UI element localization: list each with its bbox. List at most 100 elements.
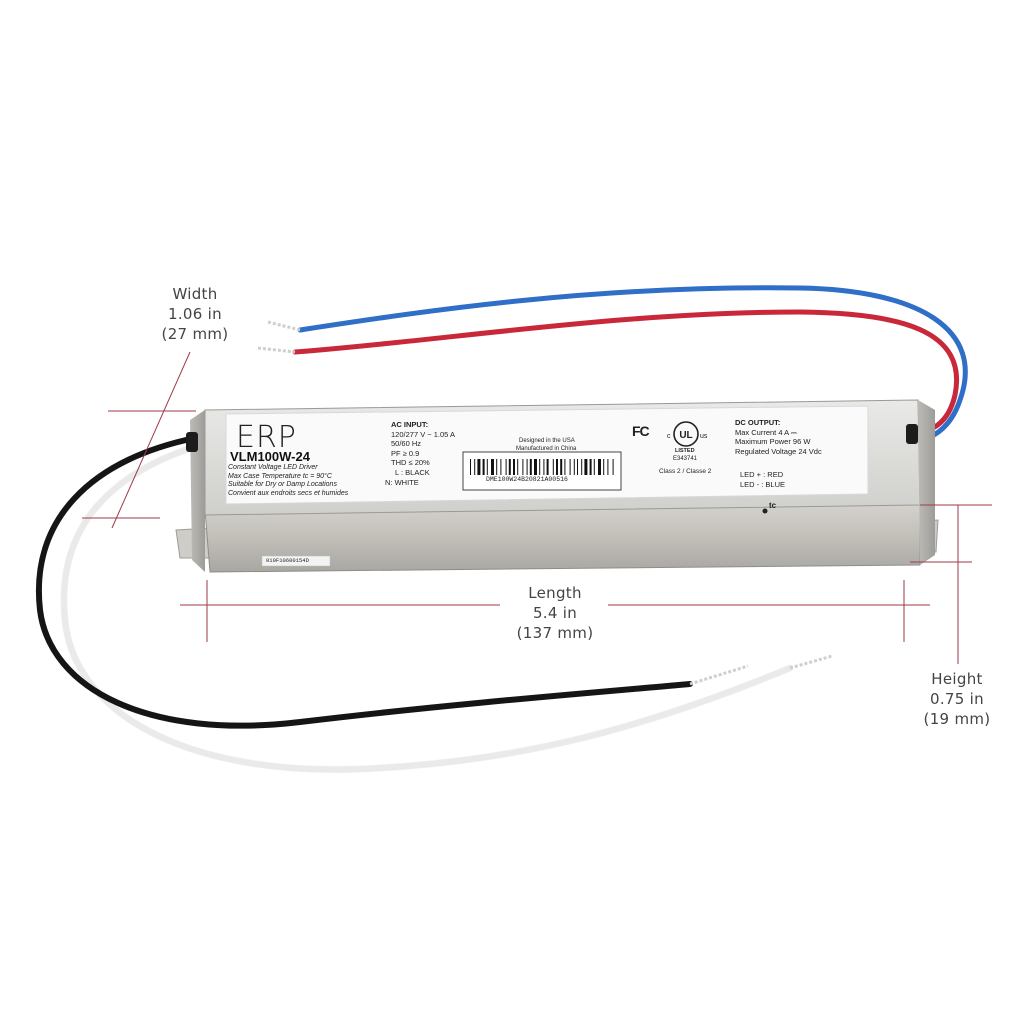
wire-tip-black	[689, 664, 749, 686]
ul-file-number: E343741	[673, 456, 698, 462]
fcc-mark: FC	[632, 423, 650, 439]
dc-output-line: Maximum Power 96 W	[735, 437, 811, 446]
origin-line: Designed in the USA	[519, 438, 575, 444]
barcode-bar	[539, 459, 541, 475]
erp-logo: ERP	[236, 420, 297, 455]
wire-tip-blue	[267, 320, 301, 332]
dc-output-line: Regulated Voltage 24 Vdc	[735, 446, 822, 456]
barcode-bar	[584, 459, 588, 475]
wiring-in-line: N: WHITE	[385, 477, 419, 487]
ul-mark-text: UL	[679, 430, 692, 441]
wire-tip-red	[257, 346, 296, 354]
origin-block: Designed in the USA Manufactured in Chin…	[516, 438, 576, 453]
barcode-bar	[500, 459, 502, 475]
barcode-bar	[552, 459, 554, 475]
wire-blue	[297, 285, 968, 443]
ul-c-mark: c	[667, 433, 671, 440]
ul-listed: LISTED	[675, 448, 695, 454]
ac-input-line: 120/277 V ~ 1.05 A	[391, 429, 456, 439]
tc-dot	[762, 508, 768, 514]
barcode-box	[462, 451, 622, 491]
barcode-bar	[477, 459, 481, 475]
barcode-bar	[612, 459, 614, 475]
ac-input-title: AC INPUT:	[391, 420, 429, 429]
barcode-bar	[589, 459, 592, 475]
wiring-in-line: L : BLACK	[395, 468, 430, 477]
wiring-in-block: L : BLACK N: WHITE	[385, 468, 430, 487]
barcode-bar	[543, 459, 545, 475]
barcode-bar	[577, 459, 578, 475]
bottom-sticker-box	[261, 555, 331, 567]
barcode-bar	[486, 459, 488, 475]
width-title: Width	[172, 285, 218, 303]
model-number: VLM100W-24	[230, 449, 310, 464]
ac-input-line: 50/60 Hz	[391, 439, 422, 448]
barcode	[470, 459, 614, 475]
barcode-bar	[556, 459, 558, 475]
origin-line: Manufactured in China	[516, 445, 577, 452]
description-line: Constant Voltage LED Driver	[228, 464, 318, 471]
wiring-out-line: LED - : BLUE	[740, 479, 786, 489]
dimension-lines	[82, 351, 992, 664]
height-title: Height	[931, 670, 983, 688]
barcode-bar	[526, 459, 528, 475]
barcode-bar	[513, 459, 515, 475]
barcode-bar	[491, 459, 494, 475]
length-imperial: 5.4 in	[532, 604, 578, 622]
dc-output-block: DC OUTPUT: Max Current 4 A ⎓ Maximum Pow…	[735, 418, 822, 456]
barcode-bar	[505, 459, 507, 475]
barcode-bar	[496, 459, 498, 475]
serial-number: DME100W24B20821A00516	[486, 476, 568, 483]
barcode-bar	[529, 459, 532, 475]
barcode-bar	[560, 459, 563, 475]
width-dimension: Width 1.06 in (27 mm)	[150, 284, 240, 344]
dc-output-line: Max Current 4 A ⎓	[735, 427, 797, 437]
case-end-right	[918, 400, 935, 565]
ul-mark-circle	[673, 421, 699, 447]
description-block: Constant Voltage LED Driver Max Case Tem…	[228, 464, 348, 498]
barcode-bar	[573, 459, 575, 475]
length-metric: (137 mm)	[516, 624, 594, 642]
description-line: Suitable for Dry or Damp Locations	[228, 481, 337, 488]
barcode-bar	[569, 459, 571, 475]
barcode-bar	[517, 459, 519, 475]
dc-output-title: DC OUTPUT:	[735, 418, 781, 427]
barcode-bar	[598, 459, 601, 475]
description-line: Max Case Temperature tc = 90°C	[228, 472, 332, 480]
barcode-bar	[470, 459, 471, 475]
tc-mark: tc	[769, 501, 777, 510]
barcode-bar	[546, 459, 549, 475]
height-dimension: Height 0.75 in (19 mm)	[912, 669, 1002, 729]
ul-us-mark: us	[700, 433, 708, 440]
class-rating: Class 2 / Classe 2	[659, 468, 712, 475]
ac-input-line: THD ≤ 20%	[391, 458, 430, 467]
barcode-bar	[581, 459, 583, 475]
description-line: Convient aux endroits secs et humides	[228, 489, 349, 497]
height-metric: (19 mm)	[923, 710, 991, 728]
barcode-bar	[508, 459, 511, 475]
barcode-bar	[603, 459, 605, 475]
barcode-bar	[564, 459, 566, 475]
barcode-bar	[474, 459, 476, 475]
wire-black	[35, 435, 693, 729]
length-title: Length	[528, 584, 582, 602]
barcode-bar	[534, 459, 537, 475]
length-dimension: Length 5.4 in (137 mm)	[500, 583, 610, 643]
wire-tip-white	[789, 654, 833, 670]
ac-input-block: AC INPUT: 120/277 V ~ 1.05 A 50/60 Hz PF…	[391, 420, 455, 468]
width-leader	[111, 351, 191, 529]
barcode-bar	[593, 459, 595, 475]
wire-red	[292, 309, 959, 435]
width-metric: (27 mm)	[161, 325, 229, 343]
height-imperial: 0.75 in	[930, 690, 984, 708]
wiring-out-block: LED + : RED LED - : BLUE	[740, 470, 785, 489]
barcode-bar	[607, 459, 609, 475]
grommet-right	[906, 424, 918, 444]
barcode-bar	[482, 459, 485, 475]
width-imperial: 1.06 in	[168, 305, 222, 323]
bottom-sticker-text: 010F10600154D	[266, 557, 309, 564]
grommet-left	[186, 432, 198, 452]
barcode-bar	[522, 459, 524, 475]
